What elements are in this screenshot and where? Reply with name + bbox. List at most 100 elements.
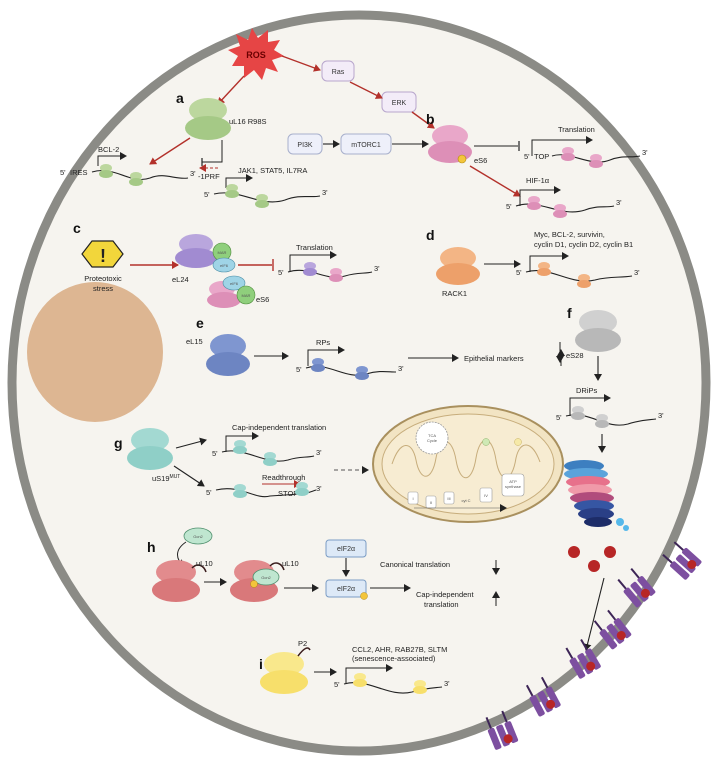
cytc-label: cyt C: [461, 498, 470, 503]
f-ribosome-2: [595, 414, 609, 428]
1prf-label: -1PRF: [198, 172, 220, 181]
es28-ribosome: [575, 310, 621, 352]
el15-label: eL15: [186, 337, 203, 346]
ul16-inhibit-1prf: [202, 140, 223, 163]
nucleus: [27, 282, 163, 422]
mitochondrion: TCA Cycle I II III cyt C IV ATP synthase: [372, 405, 564, 523]
1prf-ribosome-2: [255, 194, 269, 208]
ros-burst: [228, 28, 284, 80]
panel-e-label: e: [196, 315, 204, 331]
panel-i-label: i: [259, 656, 263, 672]
jak-label: JAK1, STAT5, IL7RA: [238, 166, 307, 175]
i-targets-1: CCL2, AHR, RAB27B, SLTM: [352, 645, 447, 654]
c-ribosome-1: [303, 262, 317, 276]
ires-ribosome-1: [99, 164, 113, 178]
gcn2-free: Gcn2: [183, 527, 213, 545]
el15-ribosome: [206, 334, 250, 376]
d-promoter: [529, 252, 569, 272]
phospho-b: [457, 154, 467, 164]
hif-3prime: 3': [616, 198, 622, 207]
ul10-a-label: uL10: [196, 559, 213, 568]
g2-ribosome-2: [295, 482, 309, 496]
hif-promoter: [519, 186, 561, 206]
ros-label: ROS: [246, 50, 266, 60]
us19-ribosome: [127, 428, 173, 470]
top-ribosome-1: [561, 147, 575, 161]
jak-promoter: [225, 174, 253, 188]
i-ribosome-2: [413, 680, 427, 694]
phospho-h2: [360, 592, 368, 600]
es6-c-label: eS6: [256, 295, 269, 304]
g1-ribosome-1: [233, 440, 247, 454]
hif-ribosome-1: [527, 196, 541, 210]
g1-3prime: 3': [316, 448, 322, 457]
el24-ribosome: [175, 234, 217, 268]
readthrough-label: Readthrough: [262, 473, 305, 482]
proteotoxic-label-2: stress: [93, 284, 113, 293]
eif6-2-label: eIF6: [230, 281, 239, 286]
c-ribosome-2: [329, 268, 343, 282]
atp-label-2: synthase: [505, 484, 522, 489]
capind-g-label: Cap-independent translation: [232, 423, 326, 432]
1prf-ribosome-1: [225, 184, 239, 198]
ires-3prime: 3': [190, 169, 196, 178]
epithelial-label: Epithelial markers: [464, 354, 524, 363]
d-ribosome-2: [577, 274, 591, 288]
ul10-stalk-b: [269, 562, 285, 571]
i-5prime: 5': [334, 680, 340, 689]
e-5prime: 5': [296, 365, 302, 374]
es28-label: eS28: [566, 351, 584, 360]
mar-2-label: MAR: [242, 293, 251, 298]
top-promoter: [531, 136, 593, 156]
tca-label-1: TCA: [428, 433, 436, 438]
eif6-1-label: eIF6: [220, 263, 229, 268]
translation-c-promoter: [289, 251, 337, 272]
rack1-ribosome: [436, 247, 480, 285]
ires-ribosome-2: [129, 172, 143, 186]
ul10-b-label: uL10: [282, 559, 299, 568]
eif2a-top-box: eIF2α: [325, 539, 367, 558]
erk-box: ERK: [381, 91, 417, 113]
d-ribosome-1: [537, 262, 551, 276]
capind-h-label-1: Cap-independent: [416, 590, 474, 599]
translation-c-label: Translation: [296, 243, 333, 252]
panel-c-label: c: [73, 220, 81, 236]
bcl2-a-promoter: [97, 152, 127, 166]
panel-a-label: a: [176, 90, 184, 106]
stop-label: STOP: [278, 489, 298, 498]
capind-g-promoter: [225, 432, 259, 452]
warning-hexagon: [81, 240, 124, 268]
us19-label: uS19MUT: [152, 474, 180, 483]
g2-ribosome-1: [233, 484, 247, 498]
complex-ii: II: [430, 500, 432, 505]
eif6-2: [222, 275, 246, 291]
d-targets-1: Myc, BCL-2, survivin,: [534, 230, 605, 239]
i-promoter: [345, 664, 393, 684]
i-3prime: 3': [444, 679, 450, 688]
ul16-label: uL16 R98S: [229, 117, 267, 126]
proteotoxic-label-1: Proteotoxic: [84, 274, 122, 283]
gcn2-a-label: Gcn2: [193, 534, 203, 539]
el24-label: eL24: [172, 275, 189, 284]
ros-to-ras-arrow: [281, 55, 321, 72]
f-5prime: 5': [556, 413, 562, 422]
svg-text:eIF2α: eIF2α: [337, 586, 355, 593]
e-3prime: 3': [398, 364, 404, 373]
eif2a-bottom-box: eIF2α: [325, 579, 367, 598]
canonical-label: Canonical translation: [380, 560, 450, 569]
panel-h-label: h: [147, 539, 156, 555]
panel-g-label: g: [114, 435, 123, 451]
g2-5prime: 5': [206, 488, 212, 497]
ul10-stalk-a: [191, 564, 207, 573]
d-3prime: 3': [634, 268, 640, 277]
svg-text:Ras: Ras: [332, 69, 345, 76]
complex-iv: IV: [484, 493, 488, 498]
rps-label: RPs: [316, 338, 330, 347]
g1-ribosome-2: [263, 452, 277, 466]
warning-icon: !: [100, 246, 106, 266]
us19-superscript: MUT: [170, 474, 181, 480]
gcn2-b-label: Gcn2: [261, 575, 271, 580]
es6-to-hif-arrow: [469, 165, 521, 197]
ros-to-ul16-arrow: [217, 75, 245, 105]
